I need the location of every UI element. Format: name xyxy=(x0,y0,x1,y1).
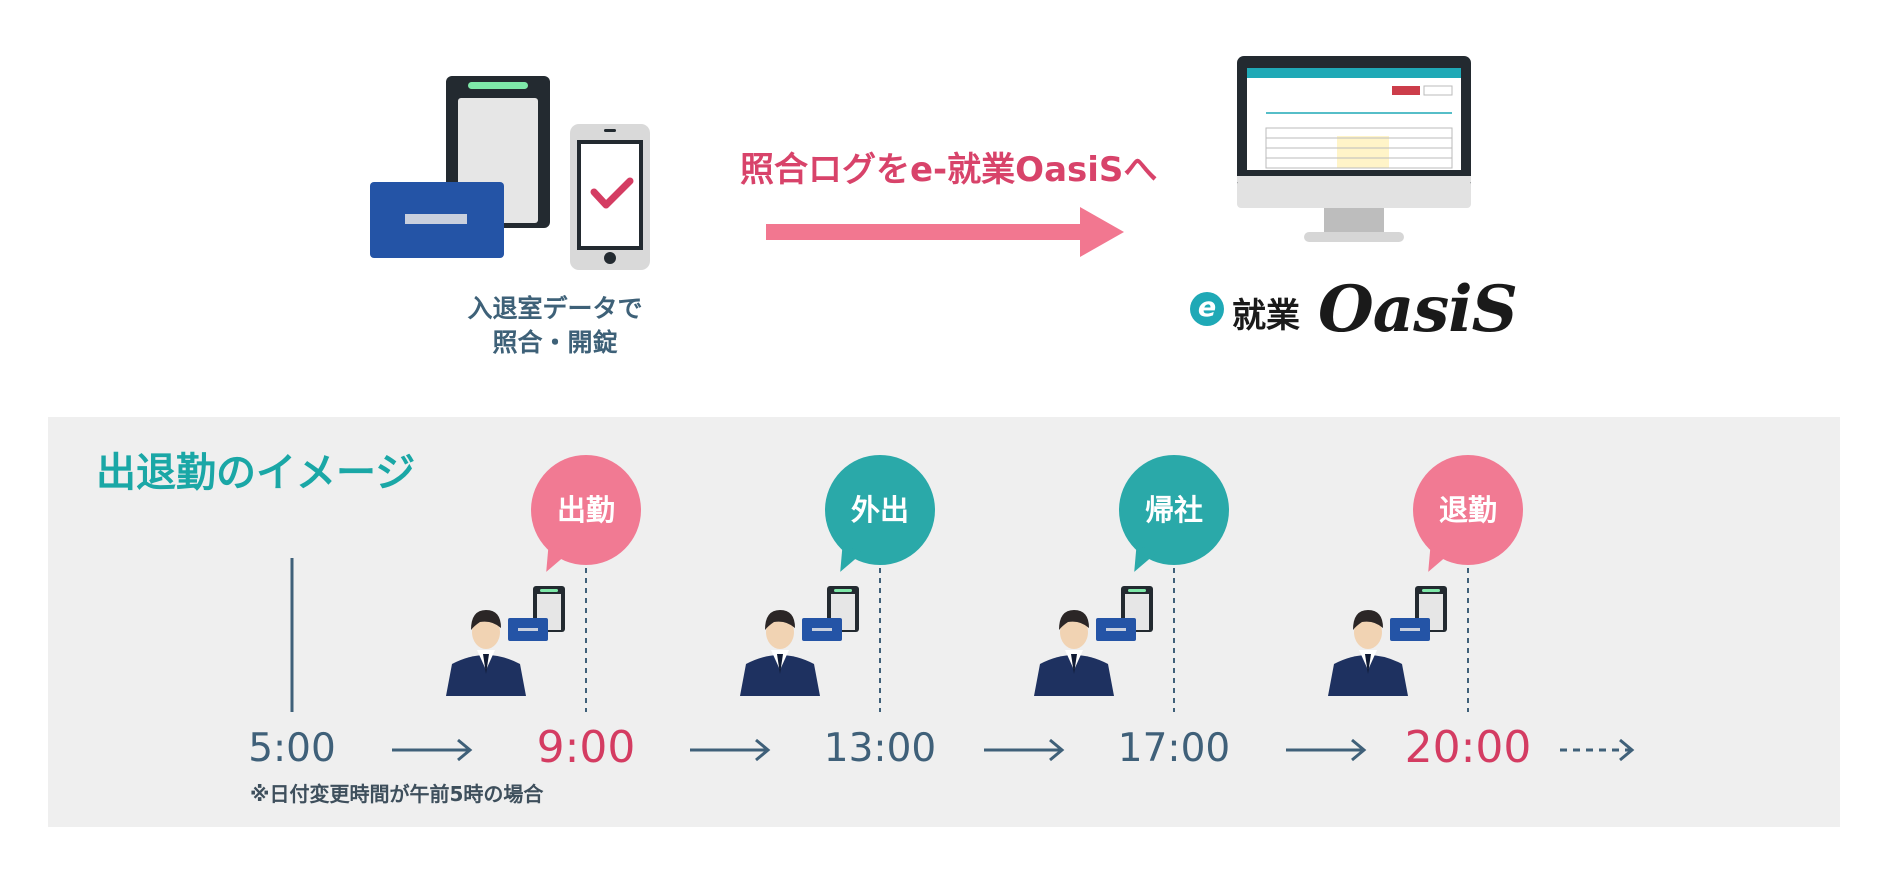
event-time-label: 13:00 xyxy=(823,726,937,771)
event-time-label: 9:00 xyxy=(536,722,636,773)
employee-icon xyxy=(1328,610,1408,696)
smartphone-icon xyxy=(570,124,650,270)
timeline-arrow-icon xyxy=(392,738,473,762)
event-bubble: 退勤 xyxy=(1413,455,1523,565)
event-time-label: 17:00 xyxy=(1117,726,1231,771)
event-bubble: 出勤 xyxy=(531,455,641,565)
timeline-arrow-icon xyxy=(1286,738,1367,762)
event-time-label: 20:00 xyxy=(1404,722,1532,773)
employee-icon xyxy=(446,610,526,696)
start-time-label: 5:00 xyxy=(248,726,336,771)
device-caption: 入退室データで 照合・開錠 xyxy=(400,292,710,360)
timeline-title: 出退勤のイメージ xyxy=(96,450,416,496)
timeline-arrow-icon xyxy=(984,738,1065,762)
id-card-icon xyxy=(370,182,504,258)
timeline-arrow-icon xyxy=(690,738,771,762)
monitor-icon xyxy=(1237,56,1471,242)
employee-icon xyxy=(740,610,820,696)
device-caption-line2: 照合・開錠 xyxy=(492,328,618,357)
timeline-people xyxy=(446,568,1469,712)
device-caption-line1: 入退室データで xyxy=(467,294,643,323)
timeline-panel xyxy=(48,417,1840,827)
employee-icon xyxy=(1034,610,1114,696)
card-reader-icon xyxy=(508,586,565,641)
timeline-note: ※日付変更時間が午前5時の場合 xyxy=(250,782,544,806)
transfer-label: 照合ログをe-就業OasiSへ xyxy=(740,150,1158,190)
transfer-arrow-icon xyxy=(766,207,1124,257)
card-reader-icon xyxy=(802,586,859,641)
logo-brand-text: OasiS xyxy=(1318,272,1518,347)
continue-arrow-icon xyxy=(1560,738,1635,762)
oasis-logo: e 就業 OasiS xyxy=(1190,272,1520,350)
card-reader-icon xyxy=(1390,586,1447,641)
event-bubble: 外出 xyxy=(825,455,935,565)
logo-jp-text: 就業 xyxy=(1232,296,1300,336)
timeline-arrows xyxy=(392,738,1635,762)
logo-e-mark: e xyxy=(1190,292,1224,326)
card-reader-icon xyxy=(1096,586,1153,641)
event-bubble: 帰社 xyxy=(1119,455,1229,565)
